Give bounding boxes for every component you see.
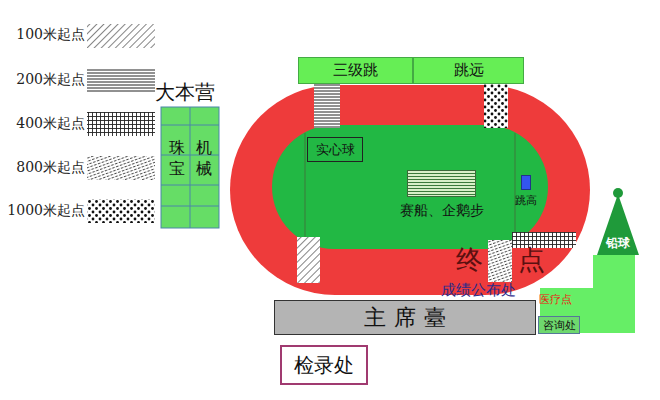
- high-jump-mat: 跳高: [521, 175, 531, 190]
- start-100: [297, 237, 320, 283]
- event-area: 赛船、企鹅步: [407, 170, 476, 197]
- running-track: [230, 85, 590, 295]
- event-area: 三级跳: [298, 57, 413, 84]
- start-1000: [484, 84, 508, 128]
- legend-text: 100米起点: [16, 26, 85, 44]
- grid-swatch: [87, 112, 155, 136]
- booth-column: 珠宝: [167, 131, 187, 187]
- base-camp-area: [161, 107, 219, 228]
- node-text: 跳高: [515, 193, 537, 208]
- node-text: 铅球: [606, 235, 630, 256]
- shot-put: 铅球: [596, 186, 640, 256]
- base-camp-grid: [161, 107, 219, 228]
- hatch-swatch: [87, 24, 155, 48]
- dots-swatch: [87, 199, 155, 223]
- node-text: 实心球: [316, 141, 355, 159]
- results-board-label: 成绩公布处: [441, 281, 516, 300]
- node-text: 大本营: [155, 79, 215, 106]
- service-ground: [540, 288, 635, 333]
- event-area: 跳远: [413, 57, 524, 84]
- legend-text: 400米起点: [16, 115, 85, 133]
- node-text: 三级跳: [333, 61, 378, 80]
- grandstand: 主席臺: [274, 300, 536, 335]
- node-text: 咨询处: [543, 318, 576, 333]
- legend-text: 200米起点: [16, 71, 85, 89]
- medical-point-label: 医疗点: [539, 292, 572, 307]
- field-lines: [305, 133, 515, 244]
- node-text: 机械: [196, 138, 212, 180]
- cone-body: [597, 194, 639, 255]
- legend-swatches: [87, 24, 155, 223]
- node-text: 跳远: [454, 61, 484, 80]
- legend-text: 800米起点: [16, 159, 85, 177]
- lines-swatch: [87, 68, 155, 92]
- node-text: 主席臺: [364, 303, 454, 333]
- node-text: 检录处: [294, 352, 354, 379]
- cone-tip: [613, 188, 623, 198]
- event-area: 实心球: [307, 137, 363, 162]
- info-desk: 咨询处: [538, 316, 580, 334]
- infield: [272, 125, 548, 249]
- grid-lines: [161, 107, 219, 228]
- legend-text: 1000米起点: [7, 202, 85, 220]
- base-camp: 大本营珠宝机械: [161, 107, 219, 228]
- node-text: 珠宝: [169, 138, 185, 180]
- booth-column: 机械: [194, 131, 214, 187]
- check-in-desk: 检录处: [280, 345, 368, 385]
- node-text: 赛船、企鹅步: [400, 202, 484, 220]
- dash-swatch: [87, 156, 155, 180]
- finish-label: 终 点: [456, 242, 545, 278]
- start-200: [314, 84, 340, 128]
